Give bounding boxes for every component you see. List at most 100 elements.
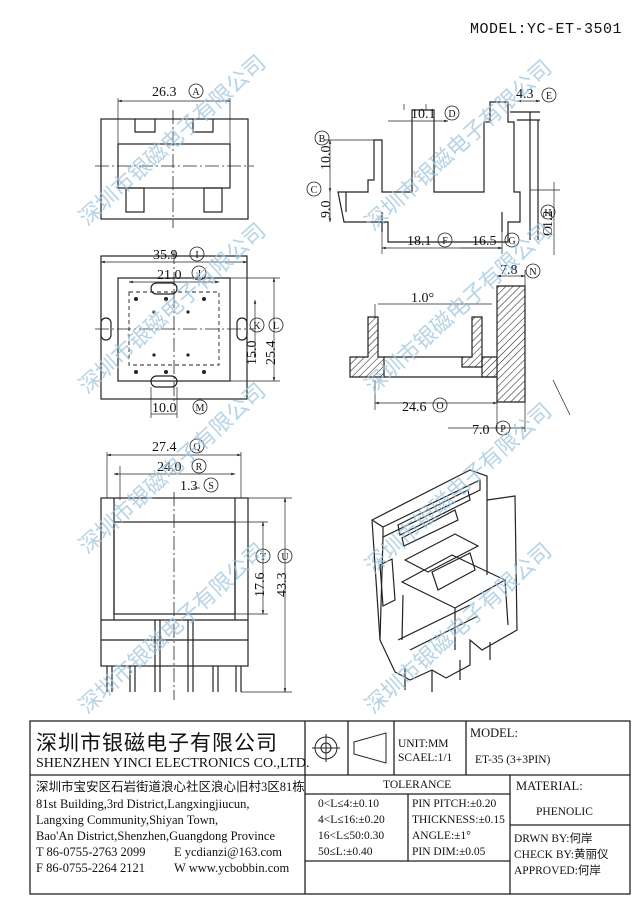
dim-mark-L: L (268, 317, 284, 333)
dim-value: 15.0 (245, 341, 260, 366)
material-label: MATERIAL: (516, 779, 583, 793)
svg-text:E: E (546, 91, 552, 102)
tolerance-label: TOLERANCE (383, 779, 452, 791)
svg-text:R: R (196, 462, 203, 473)
dim-value: 27.4 (152, 440, 177, 455)
svg-text:O: O (436, 401, 443, 412)
dim-value: 35.9 (153, 248, 178, 263)
model-number: MODEL:YC-ET-3501 (469, 21, 622, 38)
dim-mark-Q: Q (189, 438, 205, 454)
dim-mark-B: B (314, 130, 330, 146)
tolerance-row: 50≤L:±0.40 (318, 846, 373, 858)
dim-value: 43.3 (275, 573, 290, 598)
dim-value: 24.0 (157, 460, 182, 475)
dim-value: 18.1 (407, 234, 432, 249)
dim-value: 25.4 (264, 341, 279, 366)
address-line: Langxing Community,Shiyan Town, (36, 813, 219, 827)
top-view (95, 98, 254, 228)
dim-mark-O: O (432, 397, 448, 413)
dim-value: 1.3 (180, 479, 198, 494)
bottom-view (95, 250, 280, 418)
dim-mark-S: S (203, 477, 219, 493)
svg-text:S: S (208, 481, 214, 492)
svg-text:L: L (273, 321, 279, 332)
model-value: ET-35 (3+3PIN) (475, 754, 551, 766)
dim-mark-U: U (277, 548, 293, 564)
fax-number: F 86-0755-2264 2121 (36, 861, 146, 875)
svg-text:N: N (529, 267, 536, 278)
svg-text:Q: Q (193, 442, 201, 453)
dim-mark-E: E (541, 87, 557, 103)
dim-mark-T: T (255, 548, 271, 564)
tolerance-row: 4<L≤16:±0.20 (318, 814, 385, 826)
dim-value: 10.1 (411, 107, 436, 122)
dim-mark-P: P (495, 420, 511, 436)
svg-text:B: B (319, 134, 326, 145)
company-name-en: SHENZHEN YINCI ELECTRONICS CO.,LTD. (36, 756, 310, 771)
dim-value: 10.0 (152, 401, 177, 416)
unit-label: UNIT:MM (398, 738, 449, 750)
dim-value: 17.6 (253, 573, 268, 598)
dim-value: 4.3 (516, 87, 534, 102)
company-name-cn: 深圳市银磁电子有限公司 (36, 731, 278, 755)
model-label: MODEL: (470, 726, 518, 740)
svg-text:P: P (500, 424, 506, 435)
section-view (349, 270, 571, 432)
pin-spec-row: PIN DIM:±0.05 (412, 846, 486, 858)
svg-text:T: T (260, 552, 266, 563)
svg-text:A: A (192, 87, 200, 98)
svg-text:M: M (196, 403, 205, 414)
isometric-view (371, 469, 518, 692)
dim-value: 7.8 (500, 263, 518, 278)
dim-value: 9.0 (319, 201, 334, 219)
svg-text:I: I (195, 250, 198, 261)
dim-mark-I: I (189, 246, 205, 262)
drawn-by: DRWN BY:何岸 (514, 833, 593, 845)
front-view (100, 452, 292, 700)
pin-spec-row: ANGLE:±1° (412, 830, 471, 842)
dim-mark-D: D (444, 105, 460, 121)
title-block-frame (29, 720, 631, 895)
dim-mark-A: A (188, 83, 204, 99)
email-address: E ycdianzi@163.com (174, 845, 283, 859)
dim-value: 10.0 (319, 146, 334, 171)
scale-label: SCAEL:1/1 (398, 752, 453, 764)
dim-mark-F: F (437, 232, 453, 248)
pin-spec-row: THICKNESS:±0.15 (412, 814, 505, 826)
dim-mark-M: M (192, 399, 208, 415)
material-value: PHENOLIC (536, 806, 593, 818)
dim-mark-J: J (191, 265, 207, 281)
svg-text:G: G (508, 236, 515, 247)
dim-mark-N: N (525, 263, 541, 279)
dim-mark-R: R (191, 458, 207, 474)
svg-text:K: K (253, 321, 261, 332)
svg-text:F: F (442, 236, 448, 247)
svg-text:D: D (448, 109, 455, 120)
dim-value: 26.3 (152, 85, 177, 100)
pin-spec-row: PIN PITCH:±0.20 (412, 798, 497, 810)
tolerance-row: 0<L≤4:±0.10 (318, 798, 379, 810)
dim-mark-K: K (249, 317, 265, 333)
svg-text:C: C (311, 185, 318, 196)
dim-prefix: Ø (541, 226, 556, 236)
side-view (325, 99, 560, 255)
dim-value: 1.0° (411, 291, 434, 306)
svg-text:H: H (544, 208, 551, 219)
dim-value: 24.6 (402, 400, 427, 415)
svg-text:U: U (281, 552, 289, 563)
model-header: MODEL:YC-ET-3501 (0, 0, 636, 40)
approved-by: APPROVED:何岸 (514, 865, 601, 877)
dim-value: 16.5 (472, 234, 497, 249)
dim-mark-G: G (504, 232, 520, 248)
address-line: Bao'An District,Shenzhen,Guangdong Provi… (36, 829, 276, 843)
tolerance-row: 16<L≤50:0.30 (318, 830, 385, 842)
address-cn: 深圳市宝安区石岩街道浪心社区浪心旧村3区81栋 (36, 780, 305, 794)
checked-by: CHECK BY:黄丽仪 (514, 849, 609, 861)
address-line: 81st Building,3rd District,Langxingjiucu… (36, 797, 250, 811)
projection-symbol (312, 732, 387, 764)
tel-number: T 86-0755-2763 2099 (36, 845, 146, 859)
dim-value: 21.0 (157, 268, 182, 283)
website: W www.ycbobbin.com (174, 861, 290, 875)
dim-mark-C: C (306, 181, 322, 197)
